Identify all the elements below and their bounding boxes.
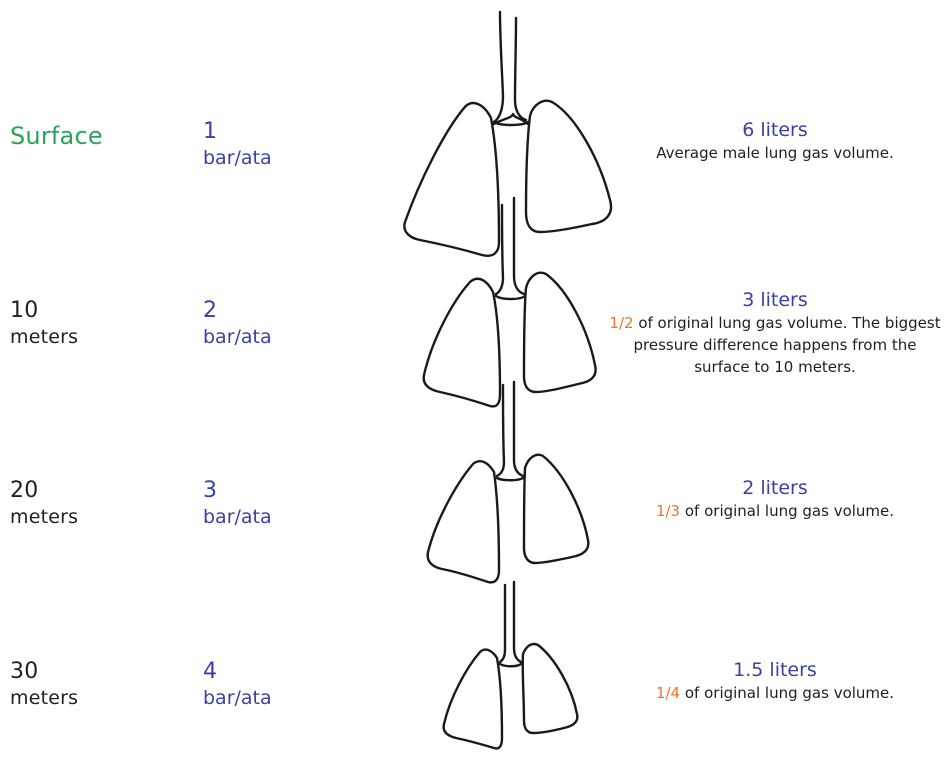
volume-description: 1.5 liters 1/4 of original lung gas volu… — [605, 658, 944, 704]
lungs-30m-icon — [444, 582, 578, 748]
volume-value: 2 liters — [605, 476, 944, 500]
depth-label: 10 meters — [10, 298, 78, 350]
pressure-unit: bar/ata — [203, 685, 272, 711]
volume-description: 6 liters Average male lung gas volume. — [605, 118, 944, 164]
depth-value: 10 — [10, 298, 38, 323]
pressure-label: 3 bar/ata — [203, 478, 272, 530]
volume-description: 2 liters 1/3 of original lung gas volume… — [605, 476, 944, 522]
volume-value: 6 liters — [605, 118, 944, 142]
pressure-value: 2 — [203, 298, 217, 323]
pressure-label: 2 bar/ata — [203, 298, 272, 350]
depth-value: 20 — [10, 478, 38, 503]
volume-description: 3 liters 1/2 of original lung gas volume… — [605, 288, 944, 378]
description-text: of original lung gas volume. The biggest… — [634, 314, 941, 376]
lungs-20m-icon — [428, 382, 589, 582]
pressure-unit: bar/ata — [203, 324, 272, 350]
depth-label: 20 meters — [10, 478, 78, 530]
pressure-value: 4 — [203, 659, 217, 684]
depth-label: Surface — [10, 123, 103, 149]
pressure-unit: bar/ata — [203, 145, 272, 171]
pressure-unit: bar/ata — [203, 504, 272, 530]
description-text: of original lung gas volume. — [685, 502, 894, 520]
pressure-label: 1 bar/ata — [203, 119, 272, 171]
volume-fraction: 1/4 — [656, 684, 680, 702]
description-text: of original lung gas volume. — [685, 684, 894, 702]
depth-unit: meters — [10, 504, 78, 530]
pressure-value: 3 — [203, 478, 217, 503]
volume-fraction: 1/3 — [656, 502, 680, 520]
description-text: Average male lung gas volume. — [656, 144, 893, 162]
depth-unit: meters — [10, 324, 78, 350]
depth-value: Surface — [10, 122, 103, 150]
pressure-label: 4 bar/ata — [203, 659, 272, 711]
depth-unit: meters — [10, 685, 78, 711]
pressure-value: 1 — [203, 119, 217, 144]
volume-value: 1.5 liters — [605, 658, 944, 682]
volume-value: 3 liters — [605, 288, 944, 312]
depth-label: 30 meters — [10, 659, 78, 711]
depth-value: 30 — [10, 659, 38, 684]
lungs-surface-icon — [404, 12, 611, 256]
volume-fraction: 1/2 — [609, 314, 633, 332]
